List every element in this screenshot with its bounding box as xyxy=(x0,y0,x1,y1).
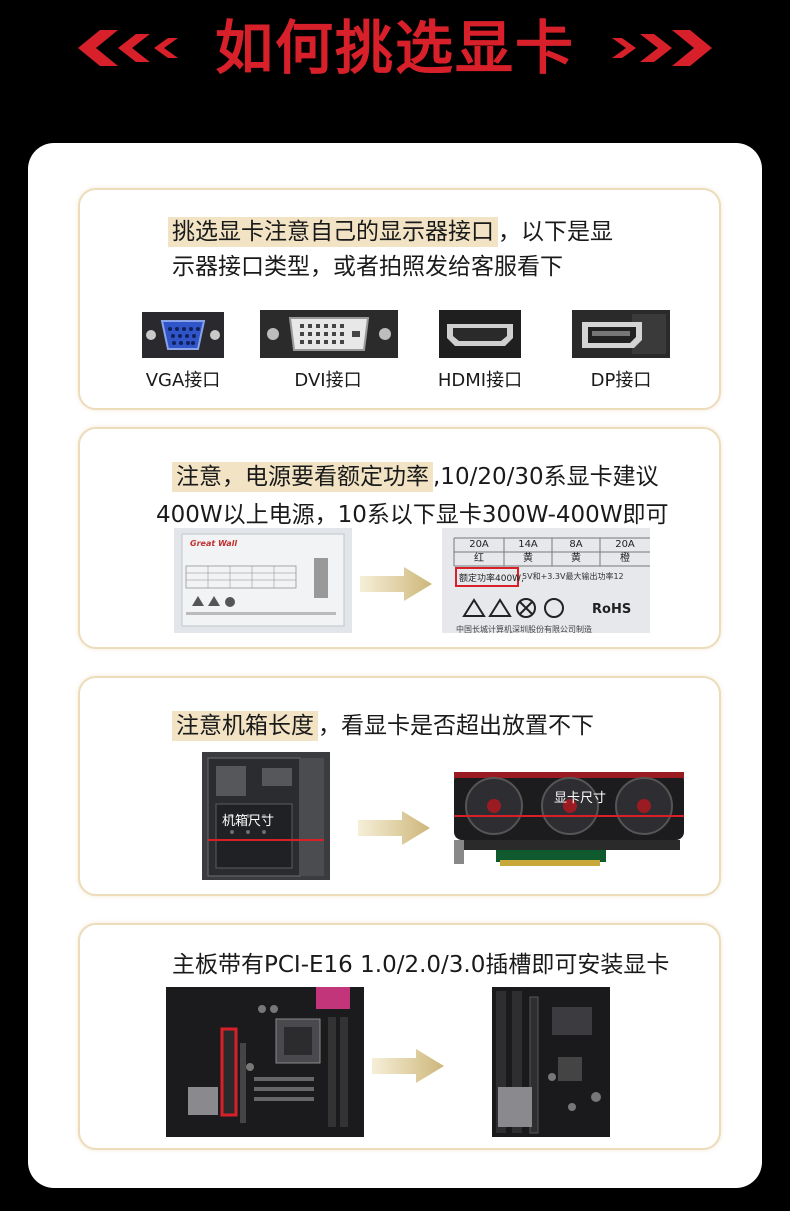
psu-zoom-image: 20A 14A 8A 20A 红 黄 黄 橙 额定功率400W, 5V和+3.3… xyxy=(442,528,650,633)
case-size-label: 机箱尺寸 xyxy=(222,814,275,829)
pc-case-image: 机箱尺寸 xyxy=(202,752,330,880)
zoom-cell: 橙 xyxy=(620,553,630,564)
zoom-manufacturer: 中国长城计算机深圳股份有限公司制造 xyxy=(456,625,592,633)
right-chevrons-icon xyxy=(612,30,712,66)
zoom-rohs: RoHS xyxy=(592,602,632,617)
vga-port-icon xyxy=(142,312,224,358)
header: 如何挑选显卡 xyxy=(0,0,790,100)
page-title: 如何挑选显卡 xyxy=(214,14,575,82)
port-label-vga: VGA接口 xyxy=(145,370,221,391)
zoom-rated-power: 额定功率400W, xyxy=(459,574,524,584)
zoom-cell: 8A xyxy=(569,539,583,550)
zoom-cell: 黄 xyxy=(523,553,533,564)
power-supply-card: 注意，电源要看额定功率,10/20/30系显卡建议 400W以上电源，10系以下… xyxy=(78,427,721,649)
section4-line1: 主板带有PCI-E16 1.0/2.0/3.0插槽即可安装显卡 xyxy=(172,952,670,978)
section2-rest: ,10/20/30系显卡建议 xyxy=(433,464,659,490)
zoom-output-note: 5V和+3.3V最大输出功率12 xyxy=(522,572,624,581)
section1-highlight: 挑选显卡注意自己的显示器接口 xyxy=(168,217,498,247)
motherboard-slot-card: 主板带有PCI-E16 1.0/2.0/3.0插槽即可安装显卡 xyxy=(78,923,721,1150)
psu-label-image: Great Wall xyxy=(174,528,352,633)
section1-line2: 示器接口类型，或者拍照发给客服看下 xyxy=(172,254,563,280)
zoom-cell: 14A xyxy=(518,539,538,550)
gpu-size-label: 显卡尺寸 xyxy=(554,791,607,806)
section1-line1: 挑选显卡注意自己的显示器接口，以下是显 xyxy=(168,212,613,247)
psu-brand: Great Wall xyxy=(190,539,238,548)
case-length-card: 注意机箱长度，看显卡是否超出放置不下 机箱尺寸 xyxy=(78,676,721,896)
motherboard-image xyxy=(166,987,364,1137)
arrow-right-icon xyxy=(372,1049,444,1083)
port-label-dvi: DVI接口 xyxy=(294,370,362,391)
section2-highlight: 注意，电源要看额定功率 xyxy=(172,462,433,492)
left-chevrons-icon xyxy=(78,30,178,66)
arrow-right-icon xyxy=(358,811,430,845)
section1-rest: ，以下是显 xyxy=(498,219,613,245)
hdmi-port-icon xyxy=(439,310,521,358)
graphics-card-image: 显卡尺寸 xyxy=(446,764,692,872)
dp-port-icon xyxy=(572,310,670,358)
dvi-port-icon xyxy=(260,310,398,358)
port-label-hdmi: HDMI接口 xyxy=(437,370,523,391)
zoom-cell: 20A xyxy=(469,539,489,550)
zoom-table: 20A 14A 8A 20A 红 黄 黄 橙 xyxy=(454,538,650,566)
arrow-right-icon xyxy=(360,567,432,601)
zoom-cell: 20A xyxy=(615,539,635,550)
motherboard-zoom-image xyxy=(492,987,610,1137)
monitor-port-card: 挑选显卡注意自己的显示器接口，以下是显 示器接口类型，或者拍照发给客服看下 VG… xyxy=(78,188,721,410)
section3-line1: 注意机箱长度，看显卡是否超出放置不下 xyxy=(172,706,594,741)
zoom-cell: 黄 xyxy=(571,553,581,564)
section3-highlight: 注意机箱长度 xyxy=(172,711,318,741)
section3-rest: ，看显卡是否超出放置不下 xyxy=(318,713,594,739)
section2-line2: 400W以上电源，10系以下显卡300W-400W即可 xyxy=(156,502,669,528)
section2-line1: 注意，电源要看额定功率,10/20/30系显卡建议 xyxy=(172,457,659,492)
zoom-cell: 红 xyxy=(474,553,484,564)
port-label-dp: DP接口 xyxy=(590,370,652,391)
